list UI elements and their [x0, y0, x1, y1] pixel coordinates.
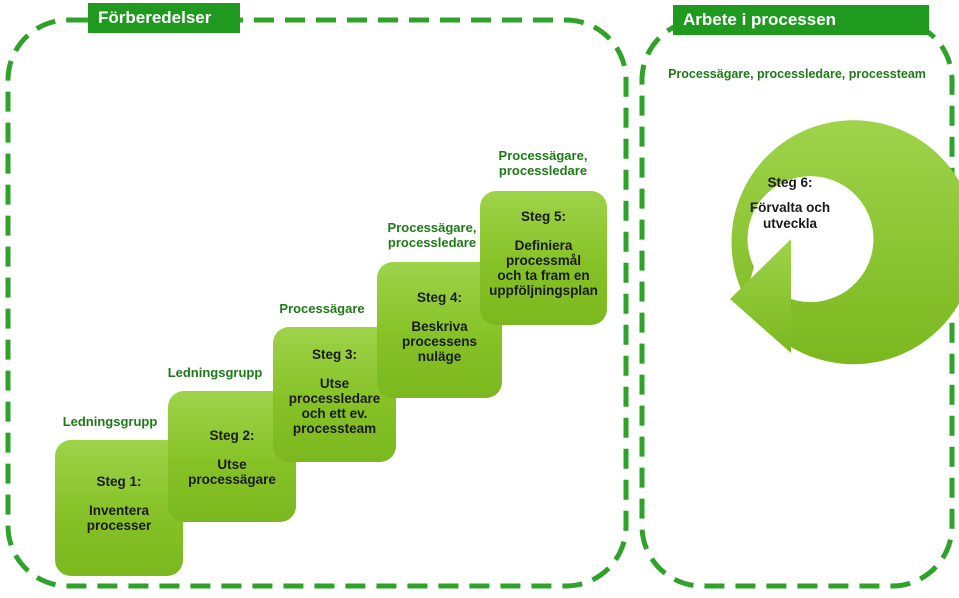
step-4-title: Steg 4: [416, 290, 462, 305]
step-3-box: Steg 3: Utse processledare och ett ev. p… [273, 327, 396, 462]
step-5-box: Steg 5: Definiera processmål och ta fram… [480, 191, 607, 325]
step-5-title: Steg 5: [520, 209, 566, 224]
cycle-title: Steg 6: [767, 175, 813, 190]
work-section-header: Arbete i processen [673, 5, 929, 35]
prep-section-header: Förberedelser [88, 3, 240, 33]
step-4-role: Processägare, processledare [387, 220, 477, 250]
step-2-title: Steg 2: [209, 428, 255, 443]
step-2-role: Ledningsgrupp [167, 365, 263, 380]
step-2-desc: Utse processägare [188, 457, 276, 487]
step-3-desc: Utse processledare och ett ev. processte… [288, 376, 381, 436]
cycle-roles: Processägare, processledare, processteam [668, 67, 926, 81]
cycle-desc: Förvalta och utveckla [749, 200, 831, 231]
prep-section-label: Förberedelser [98, 8, 212, 27]
step-1-desc: Inventera processer [86, 503, 152, 533]
prep-section-border [5, 17, 629, 589]
work-section-label: Arbete i processen [683, 10, 837, 29]
step-3-title: Steg 3: [311, 347, 357, 362]
step-5-desc: Definiera processmål och ta fram en uppf… [489, 238, 598, 298]
cycle-arrow-icon [730, 120, 959, 365]
step-4-desc: Beskriva processens nuläge [401, 319, 478, 364]
step-1-box: Steg 1: Inventera processer [55, 440, 183, 576]
step-5-role: Processägare, processledare [498, 148, 588, 178]
step-3-role: Processägare [279, 301, 365, 316]
step-1-title: Steg 1: [96, 474, 142, 489]
step-1-role: Ledningsgrupp [62, 414, 158, 429]
